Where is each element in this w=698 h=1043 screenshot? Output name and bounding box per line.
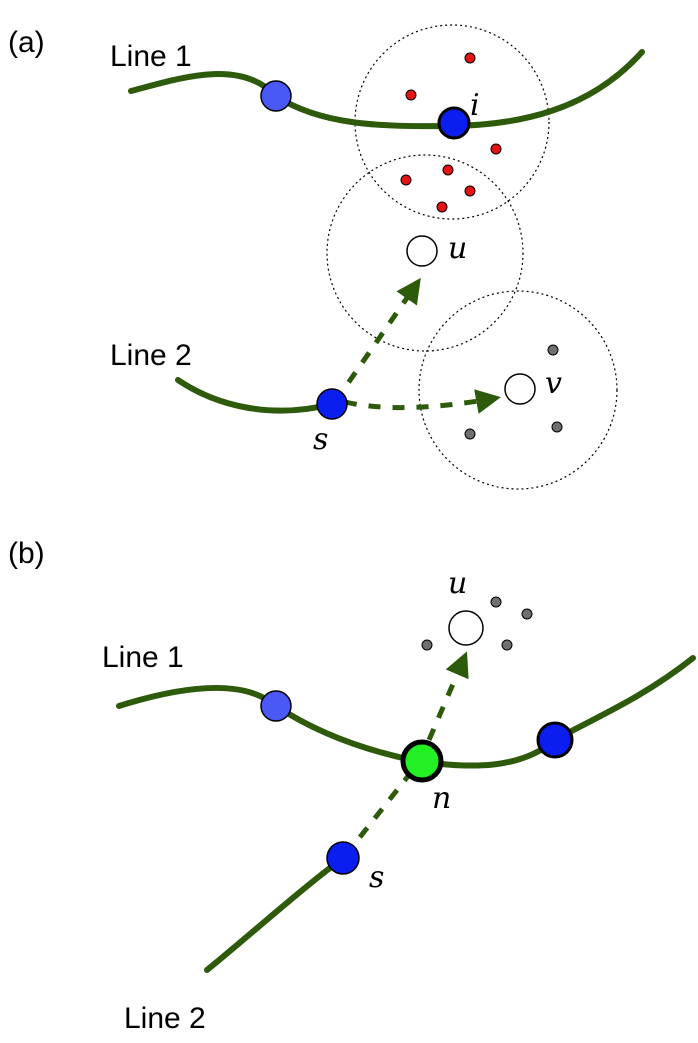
node-v [504,373,536,405]
stop-node-s [326,841,360,875]
search-circle-i [354,24,550,220]
red-point [400,174,412,186]
line-2-route [175,377,335,414]
line-1-label: Line 1 [110,40,192,73]
red-point [464,52,476,64]
node-v-label: v [545,366,562,401]
panel-a: (a) Line 1 Line 2 i s u [8,24,645,490]
line-1-label: Line 1 [102,641,184,674]
gray-point [464,428,476,440]
panel-b: (b) Line 1 Line 2 n s u [8,537,696,1035]
node-u-label: u [448,566,467,601]
walk-path-s-to-v [344,389,501,414]
panel-a-label: (a) [8,26,45,59]
stop-node-blue [536,721,574,759]
gray-point [547,344,559,356]
stop-node-s [316,388,348,420]
gray-point [521,608,533,620]
stop-node-i [437,106,471,140]
search-circle-v [418,290,618,490]
red-point [442,164,454,176]
node-u [448,610,484,646]
red-point [490,143,502,155]
line-2-label: Line 2 [124,1002,206,1035]
node-i-label: i [470,88,480,123]
gray-point [501,639,513,651]
stop-node-light [260,690,292,722]
red-point [436,201,448,213]
panel-b-label: (b) [8,537,45,570]
gray-point [551,421,563,433]
stop-node-n [400,739,444,783]
line-1-route [128,49,645,130]
node-s-label: s [313,422,328,457]
gray-point [490,596,502,608]
walk-path-s-to-u [332,277,421,404]
node-u-label: u [448,231,467,266]
node-s-label: s [369,860,384,895]
stop-node-light [260,80,292,112]
node-n-label: n [432,781,451,816]
node-u [406,235,438,267]
gray-point [421,639,433,651]
red-point [405,89,417,101]
line-2-label: Line 2 [110,339,192,372]
search-circle-u [326,154,524,352]
line-2-route [204,855,346,973]
red-point [464,185,476,197]
